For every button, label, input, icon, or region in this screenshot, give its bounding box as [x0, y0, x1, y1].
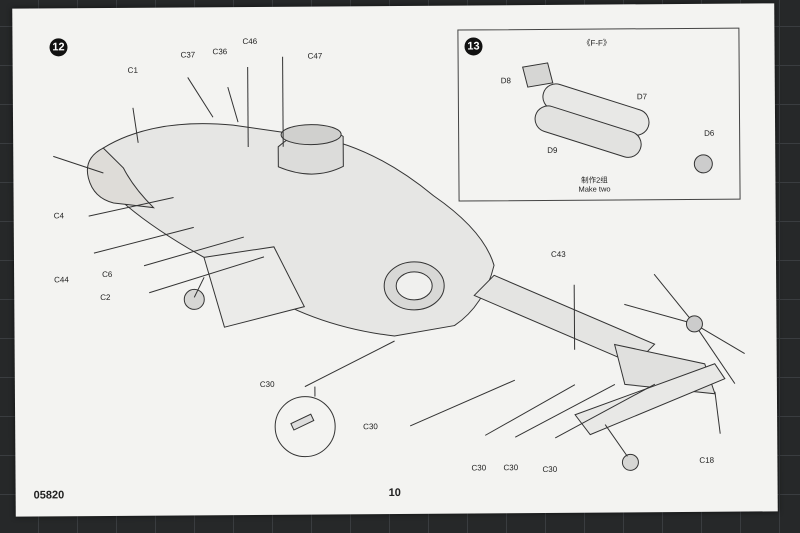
step-12-badge: 12	[49, 38, 68, 57]
part-label-c4: C4	[53, 211, 64, 221]
product-code: 05820	[33, 489, 65, 502]
part-label-c44: C44	[54, 275, 69, 285]
part-label-c43: C43	[550, 249, 566, 259]
part-label-c37: C37	[180, 50, 196, 60]
part-label-d7: D7	[636, 92, 648, 102]
part-label-c1: C1	[127, 65, 138, 75]
part-label-d8: D8	[500, 76, 512, 86]
part-label-d6: D6	[704, 128, 715, 138]
part-label-c30-a: C30	[259, 379, 275, 389]
part-label-c30-b: C30	[363, 422, 378, 432]
part-label-d9: D9	[547, 145, 558, 155]
instruction-sheet: 12 13 《F-F》 D8 D7 D6 D9 制作2组 Make two C1…	[12, 3, 778, 517]
part-label-c2: C2	[100, 292, 111, 303]
part-label-c47: C47	[307, 51, 323, 61]
part-label-c36: C36	[212, 47, 228, 57]
helicopter-drawing	[53, 56, 745, 471]
part-label-c46: C46	[242, 36, 258, 47]
inset-view-label: 《F-F》	[582, 38, 611, 48]
step-13-inset: 13 《F-F》 D8 D7 D6 D9 制作2组 Make two	[457, 27, 741, 202]
page-number: 10	[388, 486, 401, 500]
part-label-c6: C6	[102, 269, 113, 280]
caption-chinese: 制作2组	[581, 175, 608, 185]
caption-english: Make two	[578, 184, 611, 194]
part-label-c30-e: C30	[542, 464, 558, 474]
part-label-c18: C18	[699, 455, 715, 465]
make-two-caption: 制作2组 Make two	[559, 175, 629, 194]
part-label-c30-c: C30	[471, 463, 487, 473]
step-13-badge: 13	[464, 37, 483, 56]
part-label-c30-d: C30	[503, 463, 519, 473]
